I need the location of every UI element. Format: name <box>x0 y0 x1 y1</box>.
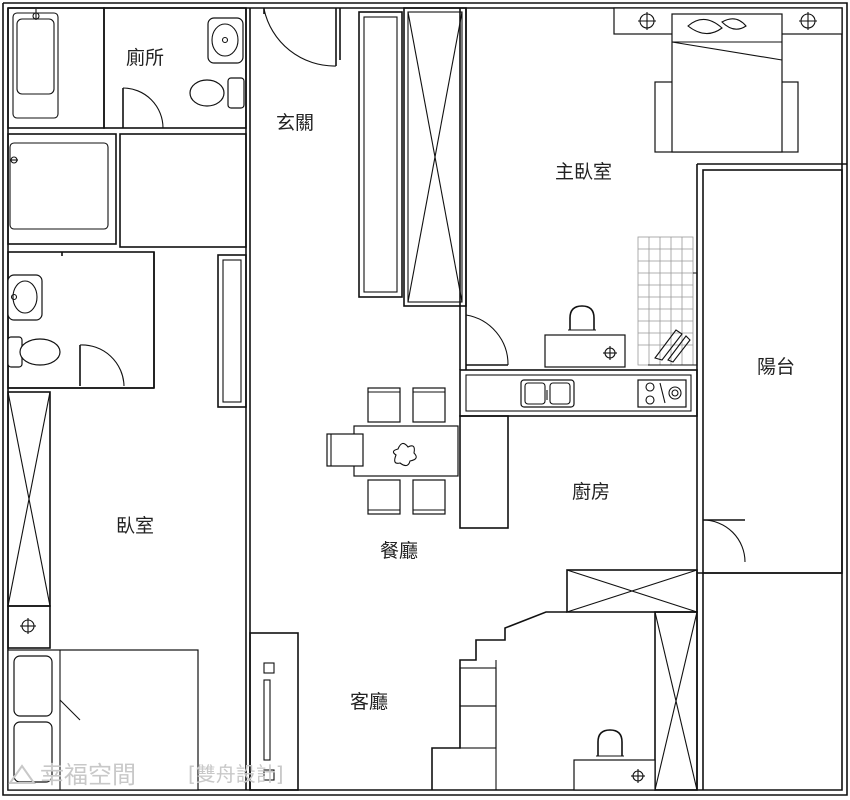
shower-tray <box>9 142 109 230</box>
master-bedroom <box>459 7 847 370</box>
bathtub <box>12 12 59 119</box>
watermark: 幸福空間 [雙舟設計] <box>8 761 284 789</box>
living-room <box>249 569 704 791</box>
chair <box>326 433 364 467</box>
washing-machine <box>544 334 626 368</box>
bath2-toilet <box>19 338 61 366</box>
watermark-brand: 幸福空間 <box>40 761 136 789</box>
toilet-bowl <box>189 79 225 107</box>
label-kitchen: 廚房 <box>572 480 610 503</box>
chair <box>412 387 446 423</box>
house-logo-icon <box>8 764 36 784</box>
label-living: 客廳 <box>350 691 388 713</box>
master-bed <box>671 13 783 153</box>
watermark-designer: [雙舟設計] <box>188 762 284 786</box>
label-entrance: 玄關 <box>276 112 314 134</box>
kitchen-counter <box>459 369 698 417</box>
label-dining: 餐廳 <box>380 540 418 562</box>
tv-cabinet <box>249 632 299 791</box>
utility-area <box>459 236 698 370</box>
chair <box>367 387 401 423</box>
kitchen-island <box>459 415 509 529</box>
label-master-bedroom: 主臥室 <box>555 161 612 183</box>
stove <box>637 379 687 408</box>
chair <box>367 479 401 515</box>
label-toilet: 廁所 <box>126 46 164 69</box>
entrance-cabinets <box>358 7 467 307</box>
label-balcony: 陽台 <box>757 356 795 378</box>
dining-set <box>326 387 459 515</box>
bedroom <box>7 252 199 791</box>
dining-table <box>353 425 459 477</box>
kitchen <box>459 369 698 529</box>
label-bedroom: 臥室 <box>116 515 154 537</box>
chair <box>412 479 446 515</box>
